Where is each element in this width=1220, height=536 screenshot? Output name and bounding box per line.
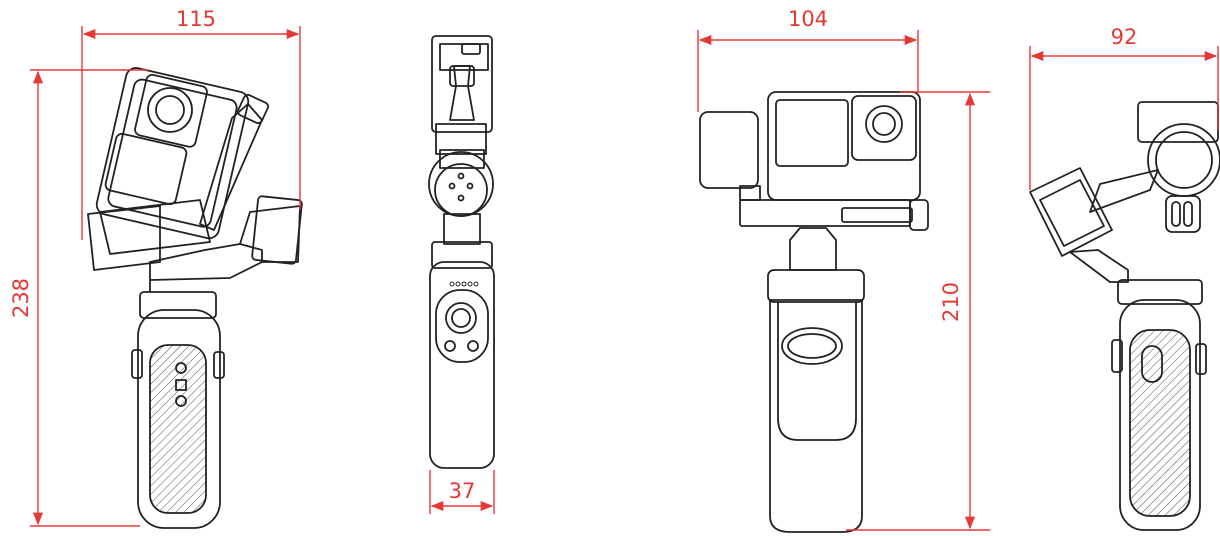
dim-label-210: 210 — [939, 282, 963, 322]
view-back — [1029, 101, 1220, 531]
joystick — [444, 302, 479, 352]
action-camera-tilted — [95, 67, 250, 240]
handle-body — [1111, 279, 1207, 531]
dim-label-115: 115 — [176, 7, 216, 31]
gimbal-arm — [699, 111, 929, 271]
mounting-screw — [199, 93, 270, 231]
view-front — [699, 91, 929, 533]
handle-body — [429, 241, 495, 469]
dimension-labels: 115 238 37 104 210 92 — [9, 7, 1137, 503]
trigger-button — [781, 327, 843, 365]
action-camera-front — [767, 91, 921, 201]
dim-label-92: 92 — [1111, 25, 1138, 49]
handle-buttons — [175, 362, 187, 407]
dim-label-238: 238 — [9, 278, 33, 318]
dim-label-37: 37 — [449, 479, 476, 503]
view-front-three-quarter — [87, 67, 303, 529]
gimbal-arm — [428, 123, 494, 245]
handle-body — [767, 269, 865, 533]
dimension-lines — [30, 26, 1219, 531]
dim-label-104: 104 — [788, 7, 828, 31]
action-camera-side — [431, 35, 493, 133]
view-side — [428, 35, 495, 469]
gimbal-arm — [87, 195, 303, 293]
gimbal-arm — [1029, 101, 1220, 283]
handle-body — [131, 291, 225, 529]
status-leds — [449, 281, 479, 287]
